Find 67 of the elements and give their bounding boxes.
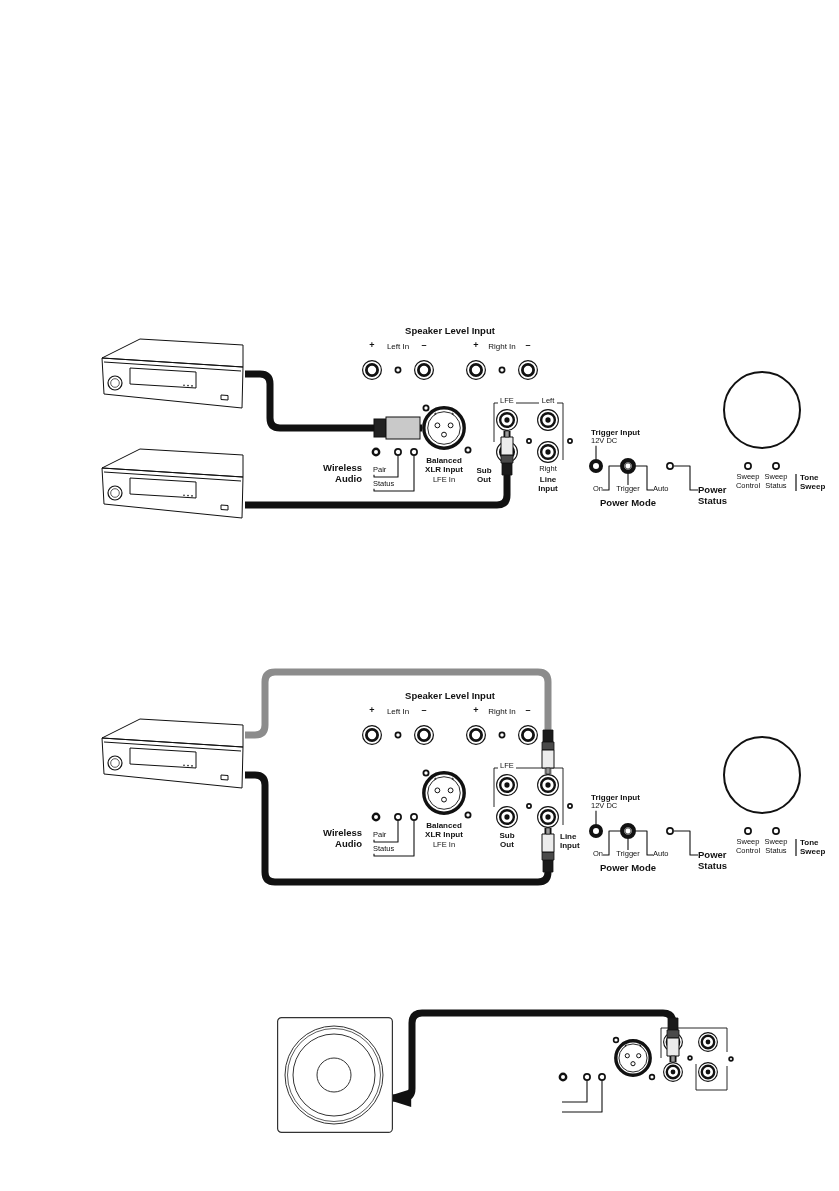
trigger-jack (589, 459, 603, 473)
leader-line (373, 455, 415, 492)
channel-label: Right In (488, 707, 516, 717)
polarity-sign: – (421, 340, 427, 351)
panel-heading: Speaker Level Input (405, 691, 495, 702)
leader-line (627, 838, 629, 851)
receiver-drawing (100, 338, 245, 410)
jack-label: Balanced XLR Input (424, 821, 464, 840)
switch-label: Power Mode (600, 863, 656, 874)
rca-jack (663, 1062, 683, 1082)
indicator-label: Power Status (698, 485, 728, 507)
indicator-led (666, 827, 674, 835)
polarity-sign: + (369, 705, 375, 716)
leader-line (595, 445, 597, 460)
xlr-jack (422, 406, 466, 450)
polarity-sign: + (369, 340, 375, 351)
leader-line (373, 455, 399, 478)
indicator-label: Power Status (698, 850, 728, 872)
leader-line (561, 1080, 588, 1103)
polarity-sign: – (525, 340, 531, 351)
indicator-led (583, 1073, 591, 1081)
receiver-drawing (100, 448, 245, 520)
receiver-drawing (100, 718, 245, 790)
section-label: Wireless Audio (323, 828, 362, 850)
jack-label: Line Input (538, 475, 558, 494)
jack-label: Line Input (560, 832, 580, 851)
jack-label: Sub Out (476, 466, 492, 485)
channel-label: Right In (488, 342, 516, 352)
section-label: Wireless Audio (323, 463, 362, 485)
leader-line (673, 465, 699, 491)
section-label: Tone Sweep (800, 473, 826, 492)
channel-label: Left In (386, 707, 410, 717)
polarity-sign: + (473, 340, 479, 351)
leader-line (635, 830, 654, 856)
leader-line (561, 1080, 603, 1113)
leader-line (373, 820, 415, 857)
switch-label: Power Mode (600, 498, 656, 509)
indicator-led (394, 448, 402, 456)
polarity-sign: + (473, 705, 479, 716)
leader-line (602, 465, 621, 491)
rca-jack (537, 806, 559, 828)
jack-label: Sub Out (499, 831, 515, 850)
jack-label: Trigger Input (591, 428, 640, 437)
jack-label: Trigger Input (591, 793, 640, 802)
jack-label: Balanced XLR Input (424, 456, 464, 475)
section-label: Tone Sweep (800, 838, 826, 857)
channel-label: Left In (386, 342, 410, 352)
leader-line (627, 473, 629, 486)
rca-jack (537, 774, 559, 796)
leader-line (635, 465, 654, 491)
leader-line (373, 820, 399, 843)
indicator-led (666, 462, 674, 470)
mode-switch (620, 823, 636, 839)
trigger-jack (589, 824, 603, 838)
indicator-led (410, 813, 418, 821)
mode-switch (620, 458, 636, 474)
leader-line (673, 830, 699, 856)
leader-line (602, 830, 621, 856)
indicator-led (598, 1073, 606, 1081)
leader-line (595, 810, 597, 825)
panel-heading: Speaker Level Input (405, 326, 495, 337)
indicator-led (410, 448, 418, 456)
indicator-led (394, 813, 402, 821)
polarity-sign: – (421, 705, 427, 716)
rca-jack (496, 409, 518, 431)
polarity-sign: – (525, 705, 531, 716)
subwoofer-drawing (277, 1017, 393, 1133)
